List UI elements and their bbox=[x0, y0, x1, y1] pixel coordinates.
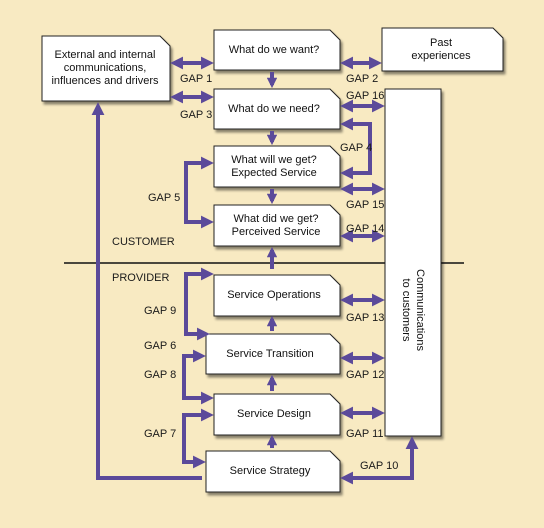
gap-16-label: GAP 16 bbox=[346, 90, 385, 102]
provider-section-label: PROVIDER bbox=[112, 272, 170, 284]
need-box bbox=[213, 88, 341, 130]
service-design-label: Service Design bbox=[237, 408, 311, 420]
gap-15-label: GAP 15 bbox=[346, 199, 385, 211]
perceived-service-box bbox=[213, 204, 341, 247]
gap-13-label: GAP 13 bbox=[346, 312, 385, 324]
gap-9-label: GAP 9 bbox=[144, 305, 177, 317]
perceived-service-label: What did we get? Perceived Service bbox=[231, 212, 321, 238]
gap-3-label: GAP 3 bbox=[180, 109, 213, 121]
gap-2-label: GAP 2 bbox=[346, 73, 379, 85]
external-influences-label: External and internal communications, in… bbox=[51, 49, 159, 87]
past-experiences-label: Past experiences bbox=[411, 36, 471, 62]
communications-box bbox=[384, 88, 442, 437]
gap-12-label: GAP 12 bbox=[346, 369, 385, 381]
want-label: What do we want? bbox=[228, 43, 320, 56]
want-box bbox=[213, 29, 341, 71]
gap-5-label: GAP 5 bbox=[148, 192, 181, 204]
need-label: What do we need? bbox=[228, 102, 320, 115]
gap-4-label: GAP 4 bbox=[340, 142, 373, 154]
past-experiences-box bbox=[381, 27, 504, 72]
communications-wrapper: Communications to customers bbox=[393, 220, 433, 400]
gap-14-label: GAP 14 bbox=[346, 223, 385, 235]
gap-10-label: GAP 10 bbox=[360, 460, 399, 472]
gap-8-label: GAP 8 bbox=[144, 369, 177, 381]
gap-6-label: GAP 6 bbox=[144, 340, 177, 352]
gap-11-label: GAP 11 bbox=[346, 428, 384, 440]
expected-service-box bbox=[213, 145, 341, 188]
communications-label: Communications to customers bbox=[400, 269, 427, 351]
service-transition-label: Service Transition bbox=[226, 347, 314, 360]
design-box bbox=[213, 393, 341, 436]
external-box bbox=[41, 35, 171, 102]
gap-7-label: GAP 7 bbox=[144, 428, 177, 440]
customer-section-label: CUSTOMER bbox=[112, 236, 175, 248]
service-operations-label: Service Operations bbox=[227, 289, 321, 301]
expected-service-label: What will we get? Expected Service bbox=[231, 153, 317, 179]
operations-box bbox=[213, 274, 341, 317]
gap-1-label: GAP 1 bbox=[180, 73, 213, 85]
service-strategy-label: Service Strategy bbox=[229, 465, 311, 477]
strategy-box bbox=[205, 450, 341, 493]
